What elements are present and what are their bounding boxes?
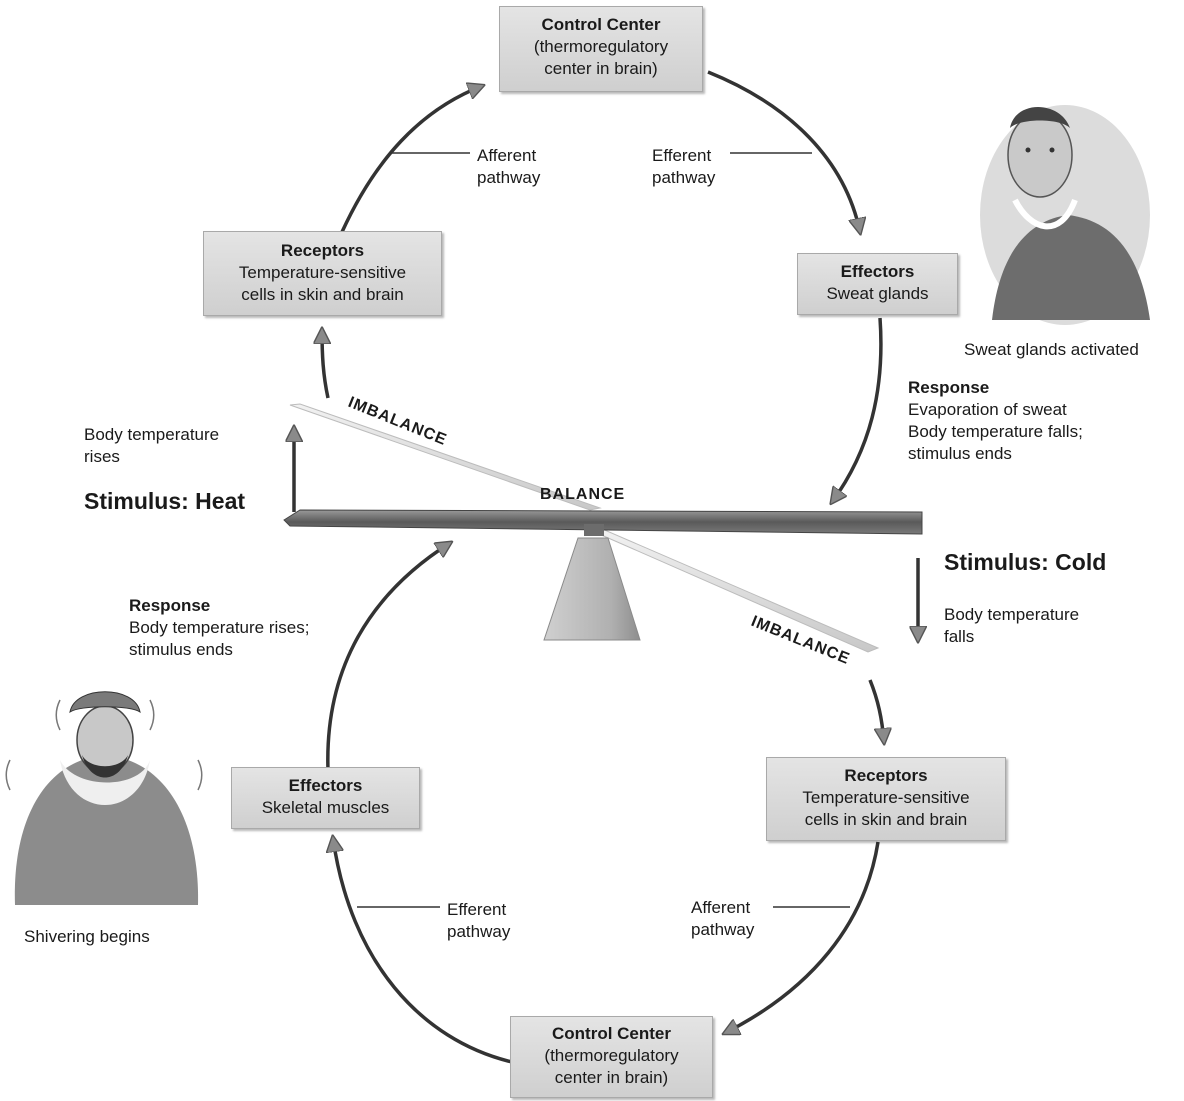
control-center-line1: (thermoregulatory	[544, 1046, 679, 1065]
control-center-line2: center in brain)	[544, 59, 658, 78]
afferent-label-top: Afferent pathway	[477, 145, 540, 189]
effectors-title: Effectors	[840, 262, 915, 281]
receptors-title: Receptors	[844, 766, 928, 785]
efferent-label-bottom: Efferent pathway	[447, 899, 510, 943]
afferent-arrow-bottom	[725, 841, 880, 1033]
control-center-line2: center in brain)	[554, 1068, 669, 1087]
sweat-caption: Sweat glands activated	[964, 340, 1139, 359]
afferent-label-line1: Afferent	[691, 898, 751, 917]
control-center-title: Control Center	[552, 1024, 671, 1043]
efferent-label-line2: pathway	[447, 922, 511, 941]
receptors-title: Receptors	[280, 241, 365, 260]
afferent-arrow-top	[340, 86, 482, 233]
effectors-line1: Skeletal muscles	[261, 798, 390, 817]
stimulus-cold-label: Stimulus: Cold	[944, 549, 1107, 575]
cold-note-line2: falls	[944, 627, 975, 646]
efferent-label-line2: pathway	[652, 168, 716, 187]
effectors-line1: Sweat glands	[826, 284, 929, 303]
control-center-line1: (thermoregulatory	[533, 37, 669, 56]
control-center-box-top: Control Center (thermoregulatory center …	[499, 6, 703, 92]
sweating-person-icon	[980, 105, 1150, 325]
response-line2: stimulus ends	[129, 640, 233, 659]
response-line1: Evaporation of sweat	[908, 400, 1067, 419]
imbalance-beam-top	[289, 403, 602, 511]
control-center-title: Control Center	[541, 15, 661, 34]
effectors-box-bottom: Effectors Skeletal muscles	[231, 767, 420, 829]
receptors-box-bottom: Receptors Temperature-sensitive cells in…	[766, 757, 1006, 841]
receptors-line2: cells in skin and brain	[241, 285, 404, 304]
afferent-label-line2: pathway	[477, 168, 541, 187]
receptors-line1: Temperature-sensitive	[802, 788, 970, 807]
response-label-top: Response Evaporation of sweat Body tempe…	[908, 377, 1083, 465]
effectors-box-top: Effectors Sweat glands	[797, 253, 958, 315]
efferent-arrow-top	[707, 70, 860, 232]
efferent-label-line1: Efferent	[652, 146, 712, 165]
balance-label: BALANCE	[540, 486, 626, 503]
response-line2: Body temperature falls;	[908, 422, 1083, 441]
cold-note: Body temperature falls	[944, 604, 1079, 648]
heat-note-line2: rises	[84, 447, 120, 466]
response-line3: stimulus ends	[908, 444, 1012, 463]
afferent-label-line1: Afferent	[477, 146, 537, 165]
pivot	[584, 524, 604, 536]
receptors-box-top: Receptors Temperature-sensitive cells in…	[203, 231, 442, 316]
stimulus-heat-label: Stimulus: Heat	[84, 488, 246, 514]
effectors-title: Effectors	[288, 776, 363, 795]
receptor-arrow-bottom	[868, 679, 884, 742]
cold-note-line1: Body temperature	[944, 605, 1080, 624]
receptor-arrow-top	[322, 330, 328, 399]
heat-note: Body temperature rises	[84, 424, 219, 468]
heat-note-line1: Body temperature	[84, 425, 220, 444]
afferent-label-bottom: Afferent pathway	[691, 897, 754, 941]
response-title: Response	[908, 378, 990, 397]
efferent-label-line1: Efferent	[447, 900, 507, 919]
response-arrow-bottom	[326, 543, 450, 771]
fulcrum	[543, 537, 641, 641]
receptors-line1: Temperature-sensitive	[238, 263, 407, 282]
shiver-caption: Shivering begins	[24, 927, 150, 946]
response-line1: Body temperature rises;	[129, 618, 310, 637]
receptors-line2: cells in skin and brain	[804, 810, 968, 829]
efferent-label-top: Efferent pathway	[652, 145, 715, 189]
shivering-person-icon	[5, 691, 203, 905]
response-arrow-top	[832, 317, 883, 502]
response-title: Response	[129, 596, 211, 615]
response-label-bottom: Response Body temperature rises; stimulu…	[129, 595, 309, 661]
afferent-label-line2: pathway	[691, 920, 755, 939]
balance-beam	[283, 509, 923, 535]
control-center-box-bottom: Control Center (thermoregulatory center …	[510, 1016, 713, 1098]
efferent-arrow-bottom	[333, 838, 513, 1064]
